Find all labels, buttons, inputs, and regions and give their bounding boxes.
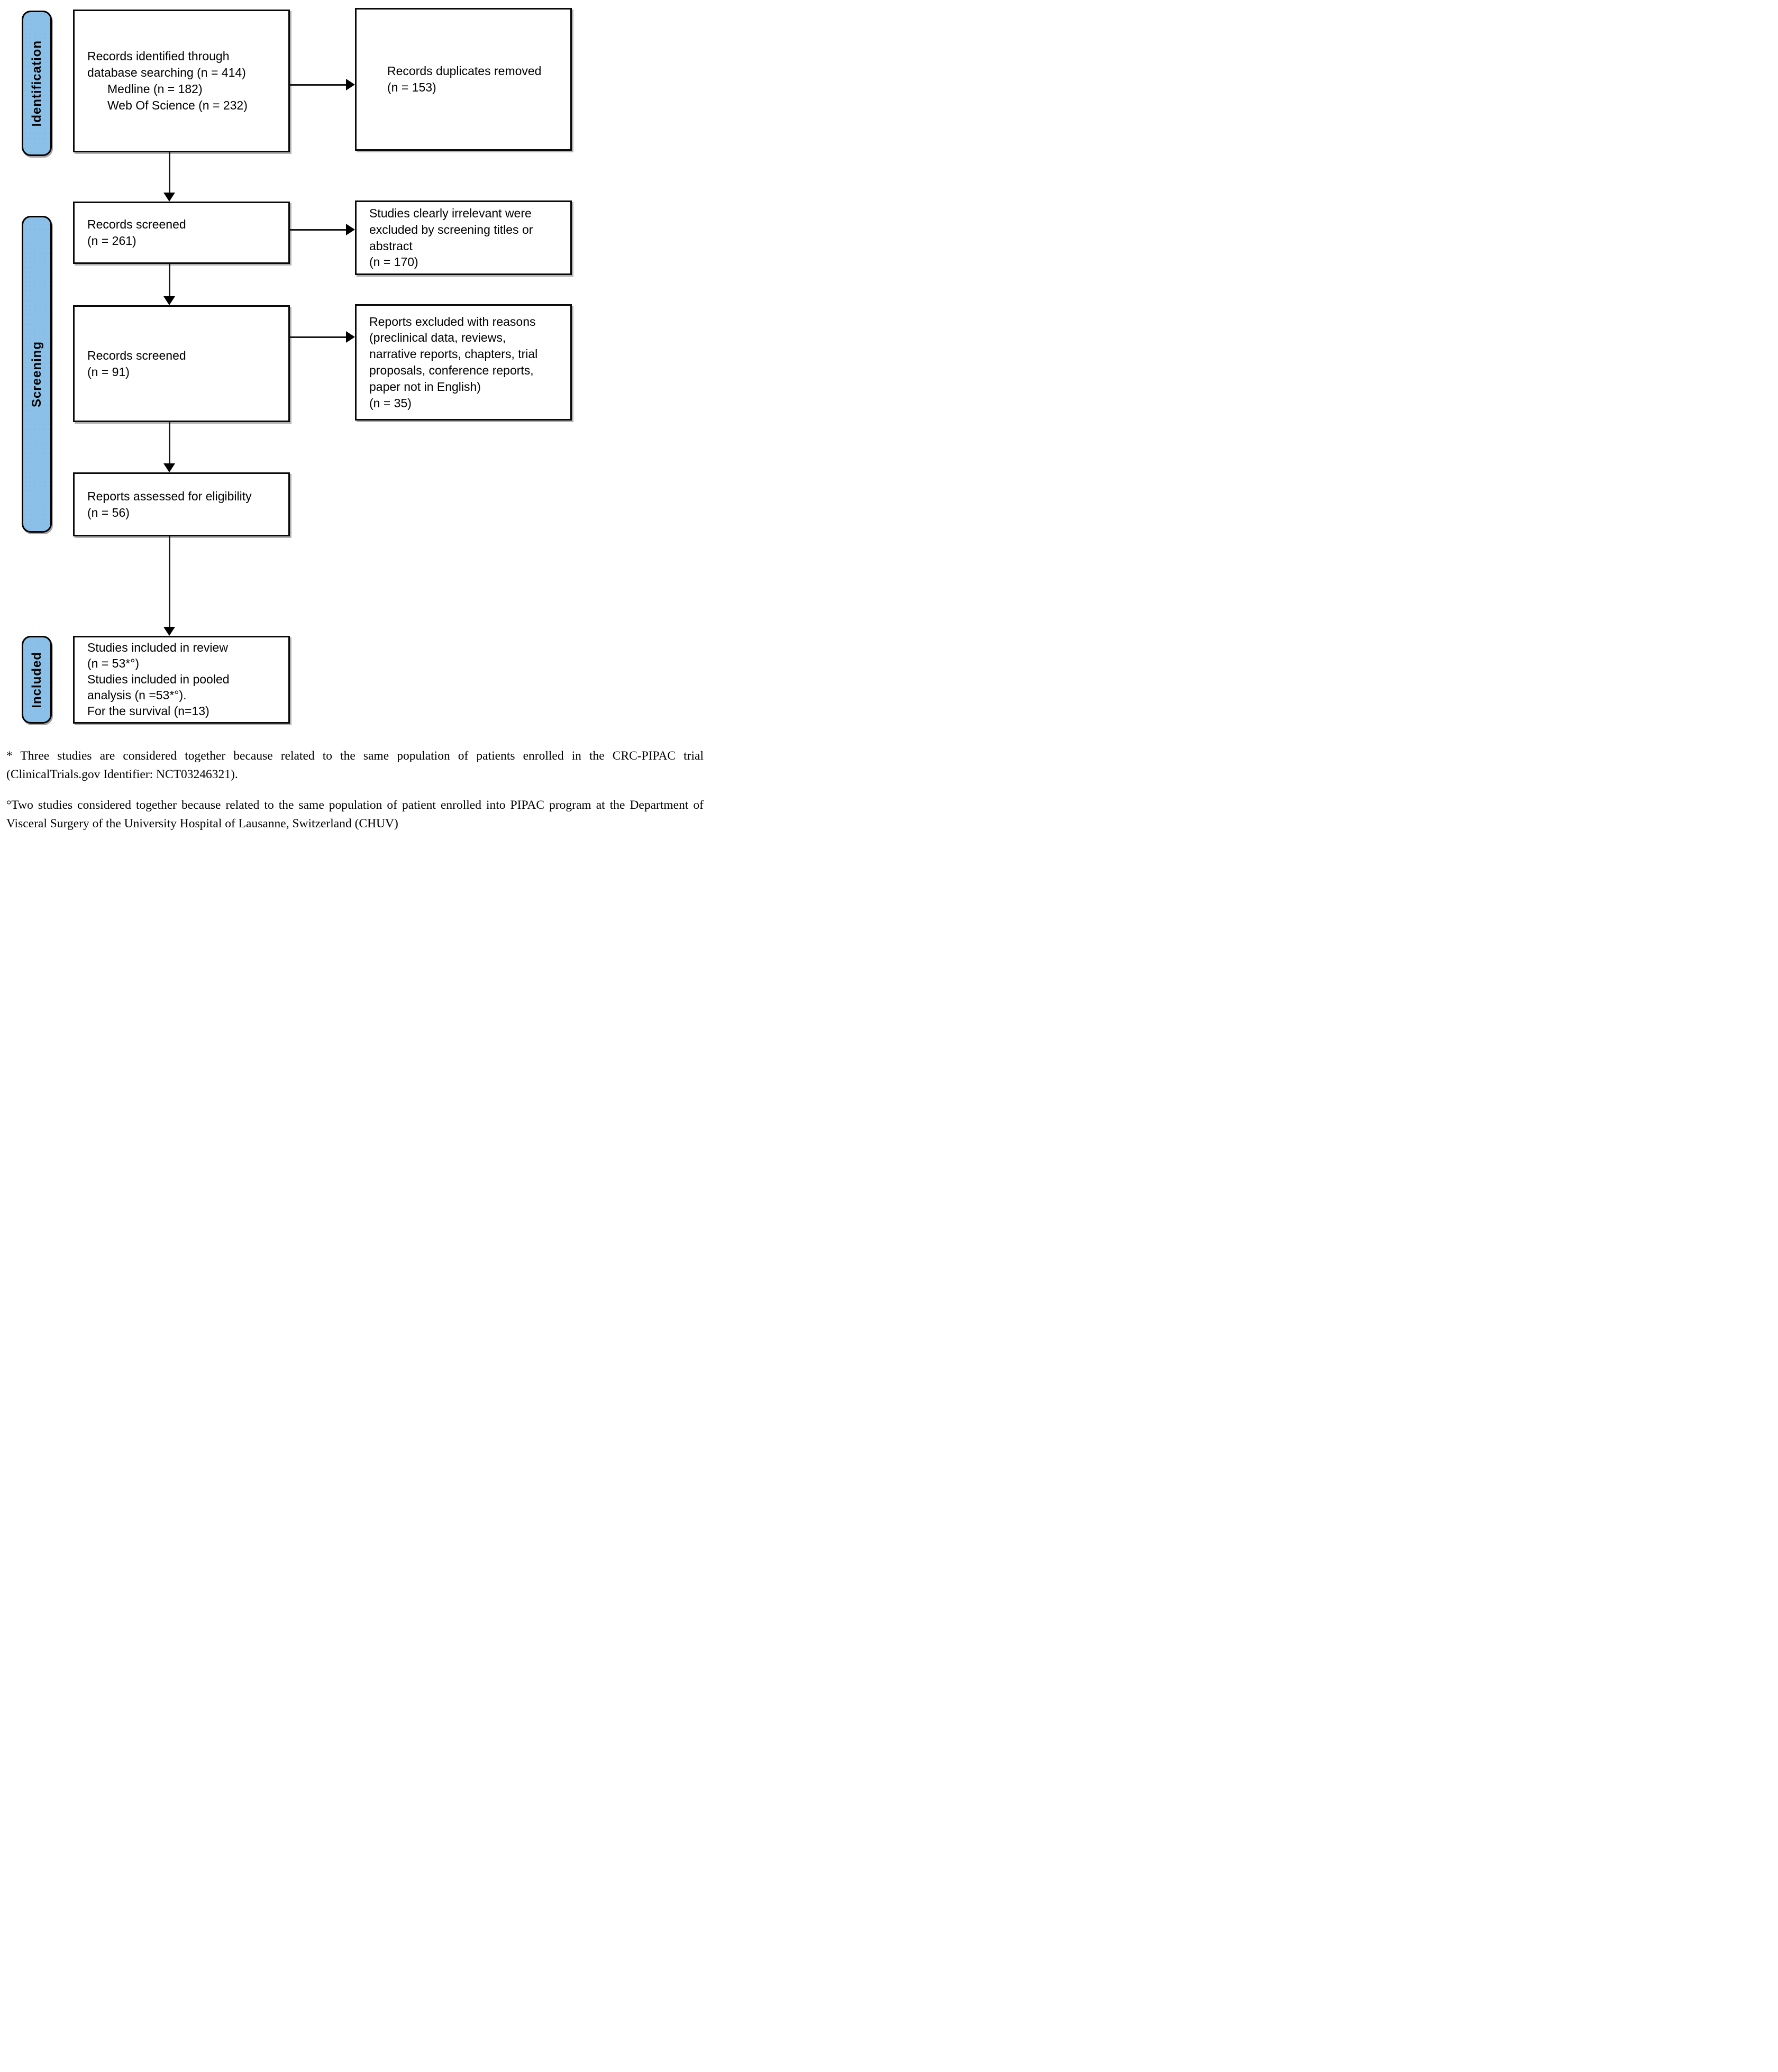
box-text-line: (n = 91)	[87, 364, 130, 379]
box-text-line: (n = 53*°)	[87, 656, 140, 671]
stage-pill-identification: Identification	[22, 11, 52, 156]
arrow-line	[290, 84, 347, 86]
box-text-line: analysis (n =53*°).	[87, 688, 187, 702]
arrow-assessed-to-included	[163, 536, 176, 636]
box-text-line: database searching (n = 414)	[87, 66, 246, 80]
box-text-line: Studies clearly irrelevant were	[369, 206, 532, 220]
box-text-line: Studies included in pooled	[87, 672, 230, 687]
arrow-line	[168, 536, 170, 628]
box-irrelevant-excluded: Studies clearly irrelevant were excluded…	[355, 200, 572, 275]
box-text-line: Reports excluded with reasons	[369, 314, 536, 328]
box-reports-assessed: Reports assessed for eligibility (n = 56…	[73, 472, 290, 536]
box-text-line: For the survival (n=13)	[87, 704, 209, 718]
box-text-line: Studies included in review	[87, 641, 228, 655]
arrow-line	[168, 152, 170, 194]
arrow-screened261-to-excluded	[290, 223, 355, 236]
box-text-line: Records duplicates removed	[387, 64, 542, 78]
arrow-screened91-to-assessed	[163, 422, 176, 472]
box-reports-excluded: Reports excluded with reasons (preclinic…	[355, 304, 572, 421]
arrow-line	[290, 229, 347, 231]
arrow-head-right-icon	[346, 79, 355, 90]
box-text-line: (n = 35)	[369, 396, 412, 410]
box-text-line: (n = 153)	[387, 80, 436, 94]
arrow-head-down-icon	[163, 296, 175, 305]
arrow-head-down-icon	[163, 463, 175, 472]
stage-pill-screening: Screening	[22, 216, 52, 533]
footnotes: * Three studies are considered together …	[6, 747, 704, 845]
stage-pill-included: Included	[22, 636, 52, 724]
box-text-line: Web Of Science (n = 232)	[107, 98, 248, 112]
stage-label-screening: Screening	[29, 341, 44, 408]
stage-label-included: Included	[29, 651, 44, 708]
box-text-line: (n = 170)	[369, 255, 418, 269]
box-text-line: proposals, conference reports,	[369, 363, 534, 377]
box-records-identified: Records identified through database sear…	[73, 10, 290, 152]
arrow-screened261-to-screened91	[163, 264, 176, 305]
arrow-head-down-icon	[163, 193, 175, 202]
box-text-line: excluded by screening titles or	[369, 222, 533, 236]
arrow-head-down-icon	[163, 627, 175, 636]
box-text-line: paper not in English)	[369, 379, 481, 394]
box-text-line: abstract	[369, 239, 413, 253]
box-text-line: Records screened	[87, 217, 186, 232]
box-text-line: Medline (n = 182)	[107, 82, 203, 96]
arrow-head-right-icon	[346, 224, 355, 235]
arrow-line	[168, 422, 170, 464]
arrow-line	[168, 264, 170, 297]
arrow-identified-to-screened261	[163, 152, 176, 202]
arrow-head-right-icon	[346, 331, 355, 343]
footnote-asterisk: * Three studies are considered together …	[6, 749, 704, 782]
box-records-screened-261: Records screened (n = 261)	[73, 202, 290, 264]
arrow-identified-to-duplicates	[290, 78, 355, 91]
box-text-line: narrative reports, chapters, trial	[369, 347, 538, 361]
box-text-line: Records screened	[87, 348, 186, 362]
prisma-flow-diagram: Identification Screening Included Record…	[0, 0, 711, 830]
box-duplicates-removed: Records duplicates removed (n = 153)	[355, 8, 572, 151]
footnote-degree: °Two studies considered together because…	[6, 798, 704, 830]
stage-label-identification: Identification	[29, 40, 44, 127]
arrow-screened91-to-reports-excluded	[290, 331, 355, 343]
box-records-screened-91: Records screened (n = 91)	[73, 305, 290, 422]
arrow-line	[290, 336, 347, 338]
box-text-line: Reports assessed for eligibility	[87, 489, 252, 503]
box-text-line: (n = 261)	[87, 234, 136, 248]
box-text-line: (preclinical data, reviews,	[369, 331, 506, 345]
box-text-line: Records identified through	[87, 49, 230, 63]
box-studies-included: Studies included in review (n = 53*°) St…	[73, 636, 290, 724]
box-text-line: (n = 56)	[87, 505, 130, 519]
